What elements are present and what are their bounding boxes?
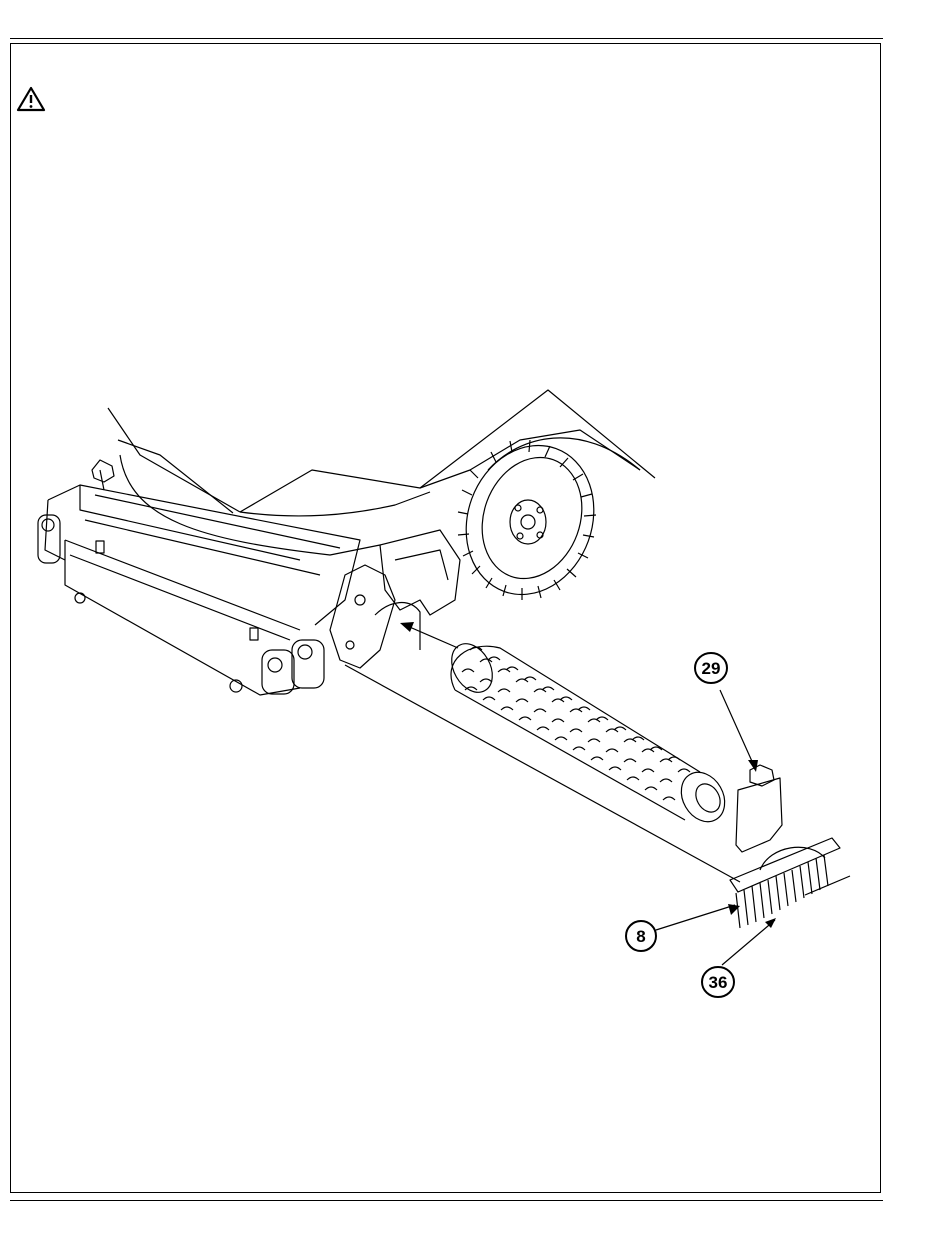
callout-29: 29	[695, 653, 727, 683]
callout-8: 8	[626, 921, 656, 951]
callout-36-label: 36	[709, 973, 728, 992]
callout-36: 36	[702, 967, 734, 997]
callout-8-label: 8	[636, 927, 645, 946]
callout-29-label: 29	[702, 659, 721, 678]
